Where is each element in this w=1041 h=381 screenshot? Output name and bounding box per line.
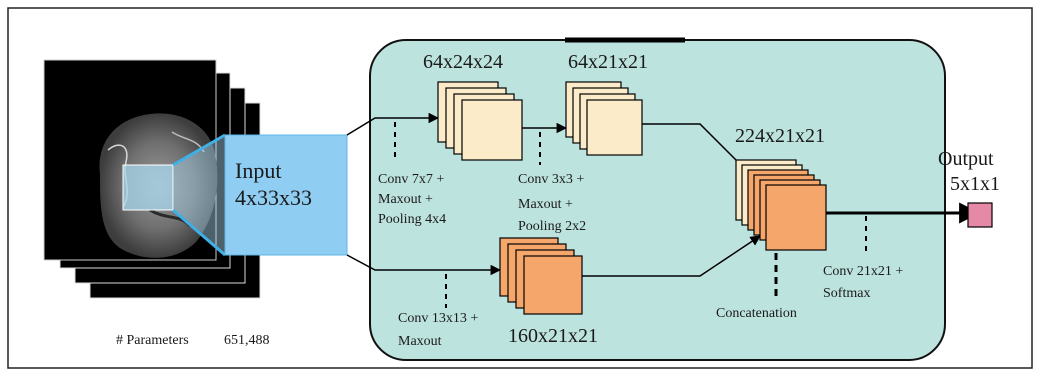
feature-map (766, 185, 826, 250)
op-label-conv13-line1: Conv 13x13 + (398, 311, 478, 326)
dims-concat-label: 224x21x21 (735, 125, 825, 147)
op-label-conv13-line2: Maxout (398, 334, 442, 349)
op-label-conv3-line2: Maxout + (518, 197, 573, 212)
input-dims: 4x33x33 (235, 185, 312, 210)
feature-map (462, 100, 522, 160)
dims-top1-label: 64x24x24 (423, 51, 503, 73)
feature-map-stack-64x24x24 (438, 82, 522, 160)
output-label: Output (938, 148, 994, 170)
op-label-conv3-line3: Pooling 2x2 (518, 219, 586, 234)
input-patch-highlight (123, 165, 173, 210)
op-label-conv7-line3: Pooling 4x4 (378, 212, 446, 227)
output-dims: 5x1x1 (950, 173, 1000, 195)
op-label-final-line1: Conv 21x21 + (823, 264, 903, 279)
op-label-conv7-line1: Conv 7x7 + (378, 172, 444, 187)
dims-top2-label: 64x21x21 (568, 51, 648, 73)
op-label-conv7-line2: Maxout + (378, 192, 433, 207)
feature-map (524, 256, 582, 314)
output-box (968, 203, 992, 227)
parameters-value: 651,488 (224, 333, 270, 348)
op-label-concat: Concatenation (716, 306, 797, 321)
op-label-conv3-line1: Conv 3x3 + (518, 172, 584, 187)
input-label: Input (235, 158, 281, 183)
dims-bottom-label: 160x21x21 (508, 325, 598, 347)
op-label-final-line2: Softmax (823, 286, 870, 301)
feature-map (587, 100, 642, 155)
parameters-label: # Parameters (116, 333, 189, 348)
